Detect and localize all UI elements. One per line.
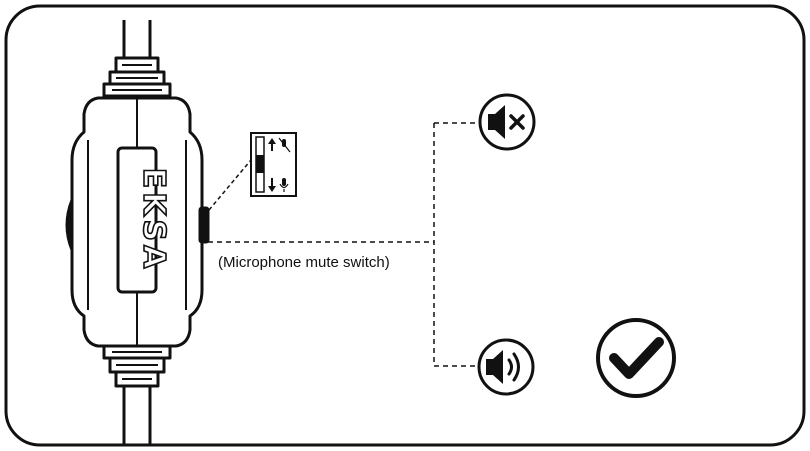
speaker-muted-icon	[478, 93, 536, 151]
cable-bottom	[122, 386, 152, 445]
checkmark-circle-icon	[596, 318, 676, 398]
cable-top	[122, 20, 152, 58]
brand-logo: EKSA	[136, 168, 171, 273]
inline-controller	[65, 20, 210, 445]
mic-switch-inset-icon	[208, 132, 297, 211]
inset-pointer	[208, 159, 252, 211]
volume-dial	[65, 199, 74, 251]
strain-relief-bottom	[102, 344, 172, 388]
connector-lines	[208, 122, 478, 367]
switch-caption: (Microphone mute switch)	[218, 254, 390, 271]
strain-relief-top	[102, 56, 172, 98]
mute-switch	[198, 206, 210, 244]
logo-panel	[116, 146, 158, 294]
speaker-on-icon	[477, 338, 535, 396]
